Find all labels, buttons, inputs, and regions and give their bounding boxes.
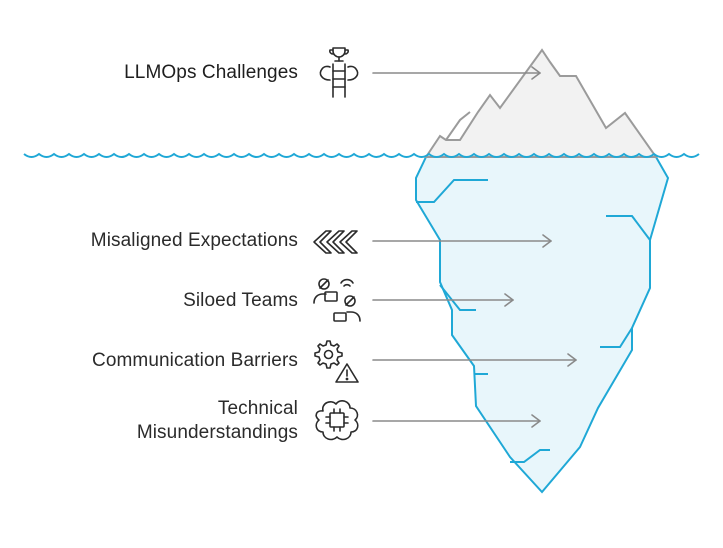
iceberg-tip-body xyxy=(424,48,658,158)
communication-barriers-label: Communication Barriers xyxy=(92,350,298,371)
separated-people-icon xyxy=(313,278,361,322)
arrow-misaligned-expectations xyxy=(372,234,552,248)
technical-misunderstandings-label: Technical Misunderstandings xyxy=(137,397,298,445)
iceberg-underwater-body xyxy=(415,156,670,494)
arrow-technical-misunderstandings xyxy=(372,414,541,428)
technical-misunderstandings-line-1: Technical xyxy=(217,398,298,419)
iceberg-crack-lines xyxy=(416,179,651,463)
arrow-communication-barriers xyxy=(372,353,577,367)
gear-warning-icon xyxy=(314,340,359,383)
siloed-teams-label: Siloed Teams xyxy=(183,290,298,311)
ladder-trophy-icon xyxy=(319,47,359,98)
water-surface-line xyxy=(23,152,700,158)
llmops-challenges-label: LLMOps Challenges xyxy=(124,62,298,83)
chip-cloud-icon xyxy=(315,399,359,441)
arrow-siloed-teams xyxy=(372,293,514,307)
iceberg-tip-crack xyxy=(445,111,471,141)
misaligned-expectations-label: Misaligned Expectations xyxy=(90,230,298,251)
chevrons-left-icon xyxy=(313,230,358,254)
pointer-arrows xyxy=(372,66,577,428)
technical-misunderstandings-line-2: Misunderstandings xyxy=(136,422,298,443)
arrow-llmops-challenges xyxy=(372,66,541,80)
